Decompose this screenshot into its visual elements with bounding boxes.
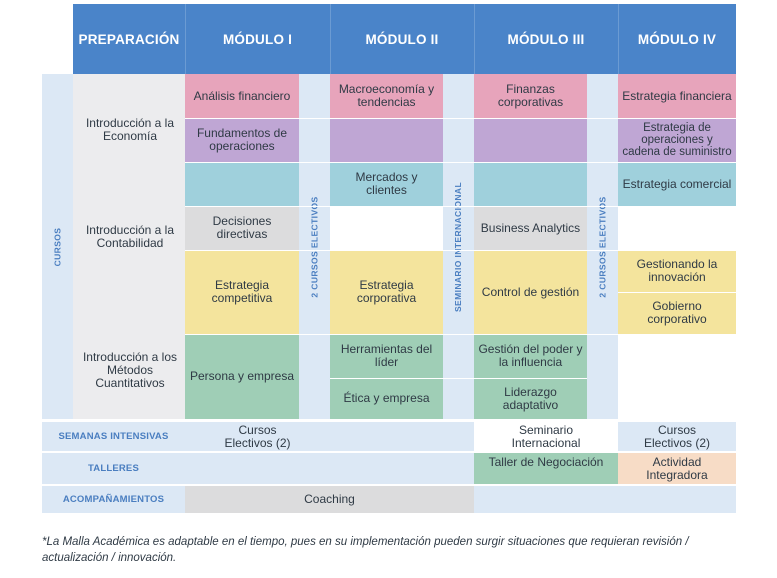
m1-persona-empresa: Persona y empresa: [185, 334, 299, 419]
m1-estrategia-competitiva: Estrategia competitiva: [185, 250, 299, 334]
row-divider: [185, 334, 736, 335]
m3-teal-block: [474, 162, 587, 206]
talleres-row-bg: [185, 453, 474, 484]
footnote: *La Malla Académica es adaptable en el t…: [42, 536, 689, 564]
row-divider: [618, 292, 736, 293]
m4-estrategia-financiera: Estrategia financiera: [618, 74, 736, 118]
m2-purple-block: [330, 118, 443, 162]
row-divider: [330, 378, 587, 379]
semanas-m4-electivos: Cursos Electivos (2): [643, 422, 711, 450]
electivos-strip-1: 2 CURSOS ELECTIVOS: [299, 74, 330, 419]
semanas-m1-electivos: Cursos Electivos (2): [224, 422, 291, 450]
semanas-intensivas-label: SEMANAS INTENSIVAS: [42, 422, 185, 451]
header-divider: [185, 4, 186, 74]
m3-purple-block: [474, 118, 587, 162]
m4-gobierno-corporativo: Gobierno corporativo: [618, 292, 736, 334]
prep-course-contabilidad: Introducción a la Contabilidad: [85, 223, 175, 250]
m4-estrategia-comercial: Estrategia comercial: [618, 162, 736, 206]
preparacion-column: [73, 74, 185, 419]
m2-etica-empresa: Ética y empresa: [330, 378, 443, 419]
semanas-m3-seminario: Seminario Internacional: [474, 422, 618, 451]
m1-fundamentos-operaciones: Fundamentos de operaciones: [185, 118, 299, 162]
talleres-actividad-integradora: Actividad Integradora: [618, 453, 736, 484]
m2-estrategia-corporativa: Estrategia corporativa: [330, 250, 443, 334]
acompanamientos-label: ACOMPAÑAMIENTOS: [42, 486, 185, 513]
talleres-negociacion: Taller de Negociación: [474, 453, 618, 484]
row-divider: [185, 206, 736, 207]
m2-mercados-clientes: Mercados y clientes: [330, 162, 443, 206]
header-divider: [474, 4, 475, 74]
m3-liderazgo-adaptativo: Liderazgo adaptativo: [474, 378, 587, 419]
header-bar: [73, 4, 736, 74]
m3-gestion-poder: Gestión del poder y la influencia: [474, 334, 587, 378]
header-modulo-2: MÓDULO II: [365, 31, 439, 47]
m1-decisiones-directivas: Decisiones directivas: [185, 206, 299, 250]
header-divider: [618, 4, 619, 74]
m2-herramientas-lider: Herramientas del líder: [330, 334, 443, 378]
header-modulo-3: MÓDULO III: [507, 31, 585, 47]
prep-course-economia: Introducción a la Economía: [85, 116, 175, 143]
m3-business-analytics: Business Analytics: [474, 206, 587, 250]
electivos-strip-2: 2 CURSOS ELECTIVOS: [587, 74, 618, 419]
m4-estrategia-operaciones: Estrategia de operaciones y cadena de su…: [618, 118, 736, 162]
m3-control-gestion: Control de gestión: [474, 250, 587, 334]
cursos-side-label: CURSOS: [42, 74, 73, 419]
header-preparacion: PREPARACIÓN: [78, 31, 180, 47]
acompanamientos-row-bg: [474, 486, 736, 513]
header-modulo-4: MÓDULO IV: [637, 31, 717, 47]
seminario-strip: SEMINARIO INTERNACIONAL: [443, 74, 474, 419]
row-divider: [185, 162, 736, 163]
talleres-label: TALLERES: [42, 453, 185, 484]
m4-gestionando-innovacion: Gestionando la innovación: [618, 250, 736, 292]
acompanamientos-coaching: Coaching: [185, 486, 474, 513]
row-divider: [185, 118, 736, 119]
m3-finanzas-corporativas: Finanzas corporativas: [474, 74, 587, 118]
row-divider: [185, 250, 736, 251]
header-divider: [330, 4, 331, 74]
semanas-row-bg: [185, 422, 736, 451]
m2-macroeconomia: Macroeconomía y tendencias: [330, 74, 443, 118]
m1-teal-block: [185, 162, 299, 206]
prep-course-metodos: Introducción a los Métodos Cuantitativos: [82, 349, 178, 390]
header-modulo-1: MÓDULO I: [222, 31, 293, 47]
m1-analisis-financiero: Análisis financiero: [185, 74, 299, 118]
